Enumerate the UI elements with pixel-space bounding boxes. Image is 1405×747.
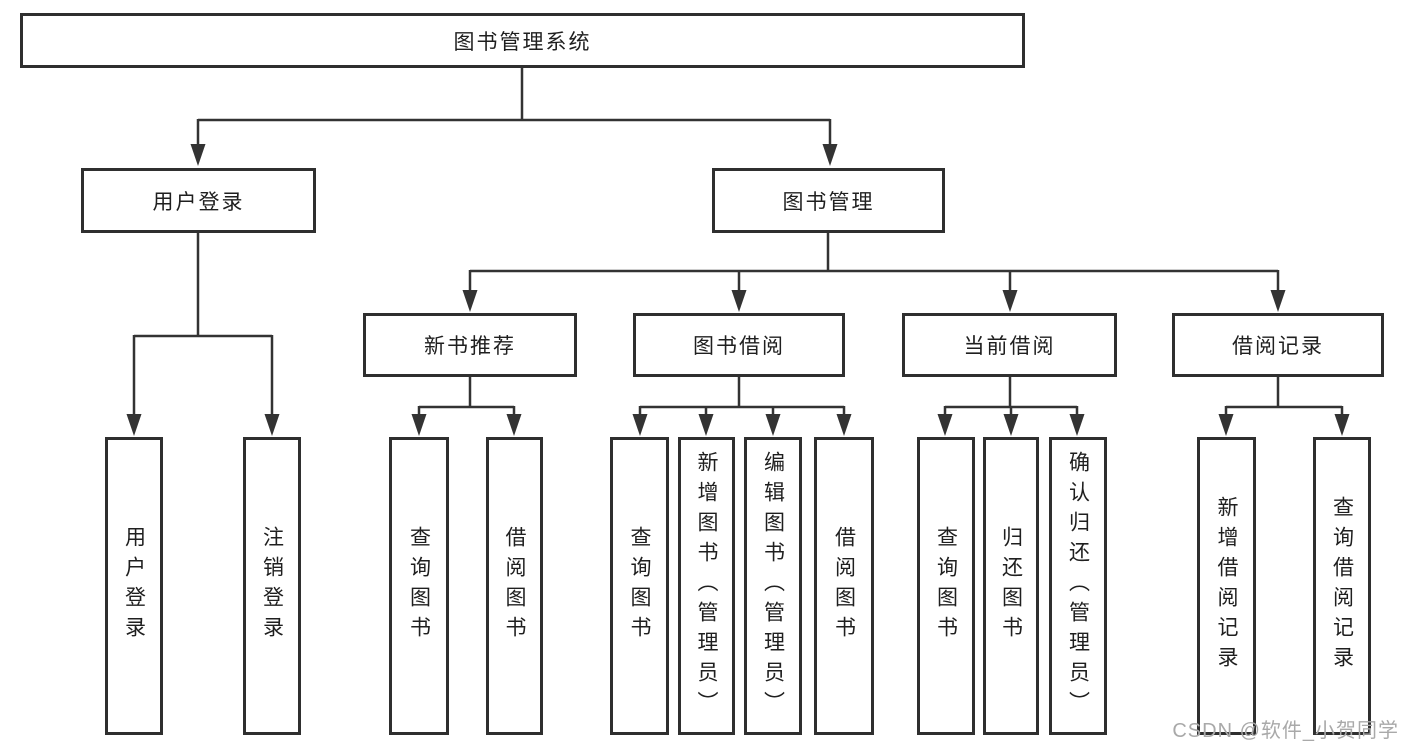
node-new-book-recommend: 新书推荐: [363, 313, 577, 377]
node-label: 查询借阅记录: [1330, 496, 1354, 676]
node-label: 图书管理: [782, 190, 875, 214]
arrowheads: [126, 144, 1350, 436]
node-label: 当前借阅: [963, 335, 1056, 358]
watermark-text: CSDN @软件_小贺同学: [1172, 720, 1399, 742]
node-user-login-action: 用户登录: [105, 437, 163, 735]
node-label: 查询图书: [407, 526, 431, 646]
node-label: 借阅图书: [832, 526, 856, 646]
node-label: 用户登录: [122, 526, 146, 646]
node-label: 用户登录: [152, 190, 245, 214]
node-borrow-records: 借阅记录: [1172, 313, 1384, 377]
node-label: 查询图书: [934, 526, 958, 646]
node-label: 查询图书: [628, 526, 651, 646]
node-label: 借阅记录: [1232, 335, 1324, 358]
node-current-borrow: 当前借阅: [902, 313, 1117, 377]
node-records-add-record: 新增借阅记录: [1197, 437, 1256, 735]
node-borrow-add-books-admin: 新增图书（管理员）: [678, 437, 735, 735]
node-records-query-record: 查询借阅记录: [1313, 437, 1371, 735]
node-current-confirm-return-admin: 确认归还（管理员）: [1049, 437, 1107, 735]
node-label: 新增借阅记录: [1215, 496, 1238, 676]
node-label: 归还图书: [999, 526, 1023, 646]
node-label: 新书推荐: [424, 335, 516, 358]
node-recommend-borrow-books: 借阅图书: [486, 437, 543, 735]
node-book-management: 图书管理: [712, 168, 945, 233]
node-logout-action: 注销登录: [243, 437, 301, 735]
node-label: 编辑图书（管理员）: [761, 451, 785, 721]
node-label: 新增图书（管理员）: [695, 451, 718, 721]
node-label: 借阅图书: [503, 526, 526, 646]
node-user-login: 用户登录: [81, 168, 316, 233]
node-borrow-edit-books-admin: 编辑图书（管理员）: [744, 437, 802, 735]
node-recommend-query-books: 查询图书: [389, 437, 449, 735]
node-label: 注销登录: [260, 526, 284, 646]
node-label: 图书借阅: [693, 335, 785, 358]
node-book-borrow: 图书借阅: [633, 313, 845, 377]
node-current-return-books: 归还图书: [983, 437, 1039, 735]
node-borrow-borrow-books: 借阅图书: [814, 437, 874, 735]
node-current-query-books: 查询图书: [917, 437, 975, 735]
node-label: 确认归还（管理员）: [1066, 451, 1090, 721]
node-borrow-query-books: 查询图书: [610, 437, 669, 735]
node-label: 图书管理系统: [453, 30, 592, 54]
node-root: 图书管理系统: [20, 13, 1025, 68]
